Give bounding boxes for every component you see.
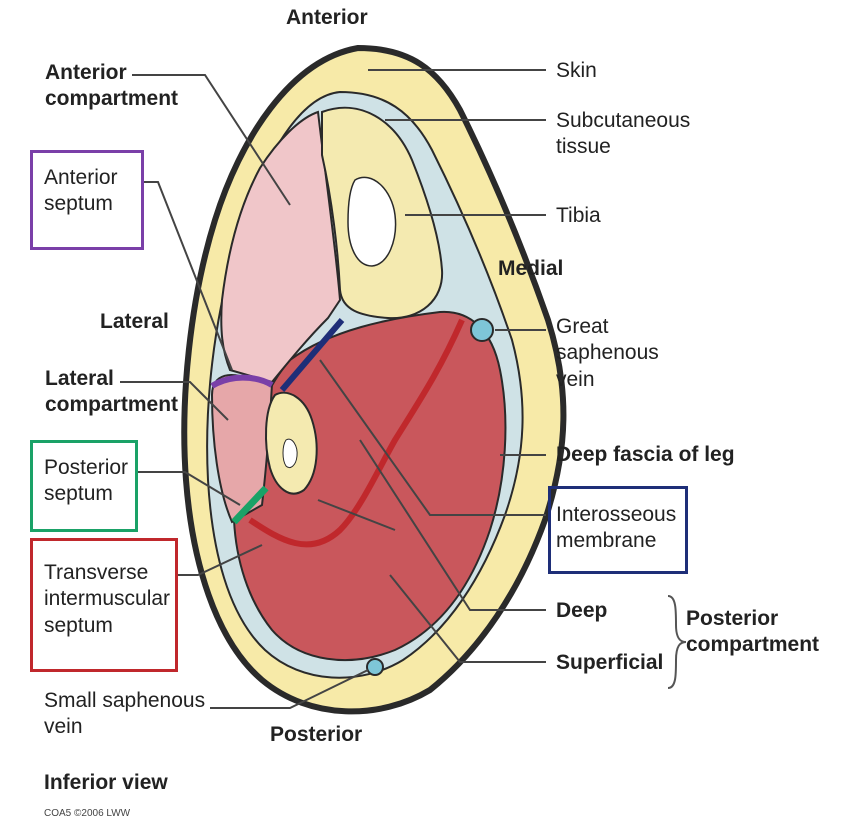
interosseous-membrane-label: Interosseous membrane [556, 502, 676, 555]
great-saphenous-vein-label: Great saphenous vein [556, 314, 659, 393]
transverse-septum-label: Transverse intermuscular septum [44, 560, 170, 639]
deep-fascia-label: Deep fascia of leg [556, 442, 735, 468]
view-label: Inferior view [44, 770, 168, 796]
posterior-septum-label: Posterior septum [44, 455, 128, 508]
superficial-label: Superficial [556, 650, 663, 676]
lateral-compartment-label: Lateral compartment [45, 366, 178, 419]
posterior-compartment-brace [668, 596, 686, 688]
fibula-marrow [283, 439, 297, 467]
skin-label: Skin [556, 58, 597, 84]
medial-orientation-label: Medial [498, 256, 563, 282]
posterior-orientation-label: Posterior [270, 722, 362, 748]
small-saphenous-vein-label: Small saphenous vein [44, 688, 205, 741]
posterior-compartment-label: Posterior compartment [686, 606, 819, 659]
anterior-septum-label: Anterior septum [44, 165, 118, 218]
deep-label: Deep [556, 598, 607, 624]
subcutaneous-tissue-label: Subcutaneous tissue [556, 108, 690, 161]
great-saphenous-vein [471, 319, 493, 341]
tibia-label: Tibia [556, 203, 601, 229]
lateral-orientation-label: Lateral [100, 309, 169, 335]
small-saphenous-vein [367, 659, 383, 675]
credit-label: COA5 ©2006 LWW [44, 808, 130, 821]
anterior-orientation-label: Anterior [286, 5, 368, 31]
anterior-compartment-label: Anterior compartment [45, 60, 178, 113]
